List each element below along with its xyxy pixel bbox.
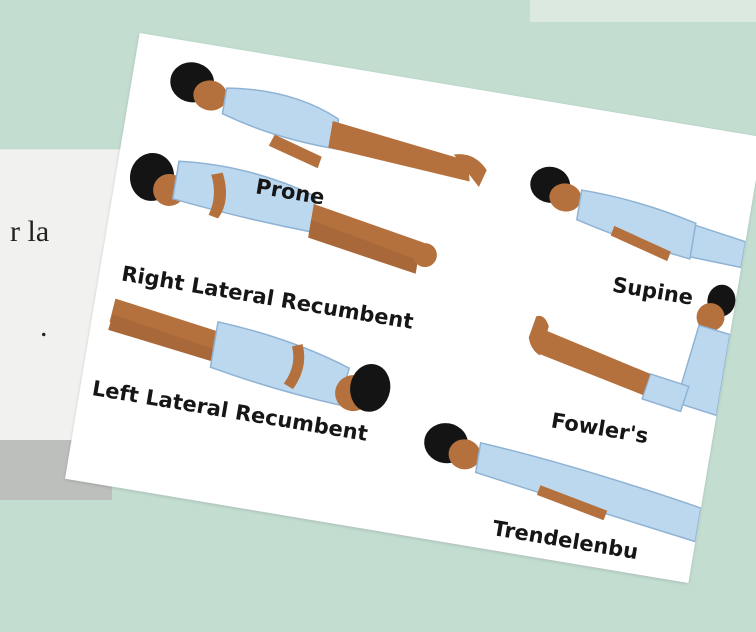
right-lateral-figure — [122, 150, 446, 277]
background-slide-text-2: . — [40, 310, 48, 344]
supine-figure — [521, 164, 752, 274]
trendelenburg-figure — [415, 420, 708, 542]
patient-positions-illustration: Prone Supine Right Lateral Recumbent Fow… — [65, 33, 756, 583]
top-strip — [530, 0, 756, 22]
background-slide-text: r la — [10, 215, 49, 249]
positions-drawing — [65, 33, 756, 583]
